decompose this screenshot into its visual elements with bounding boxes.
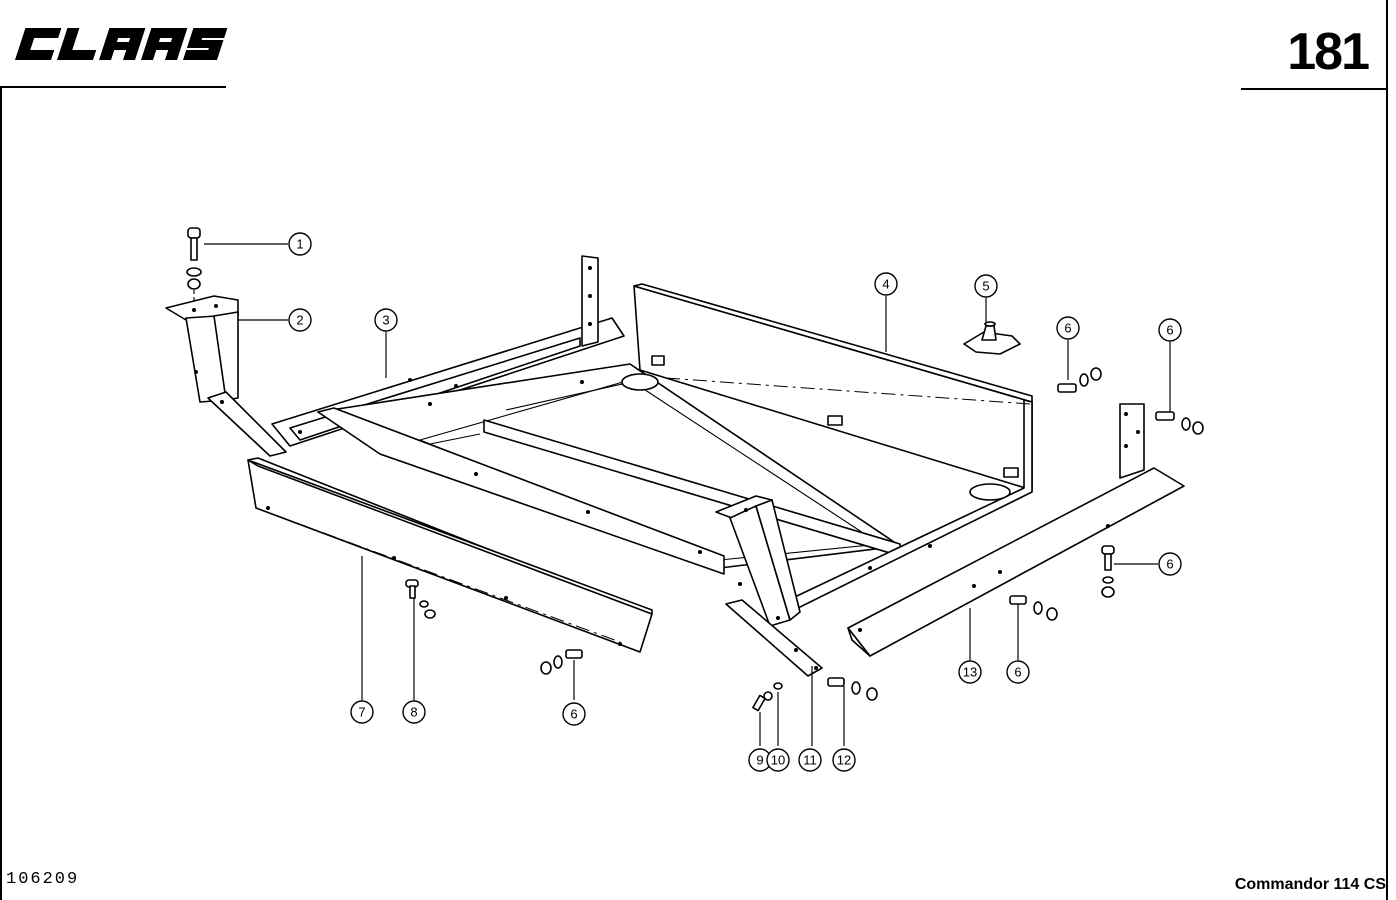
callout-7: 7 [350,700,374,724]
panel-part-4 [621,283,1033,613]
frame-left-edge [0,86,2,900]
callout-5-label: 5 [982,279,989,294]
model-name: Commandor 114 CS [1234,876,1386,893]
plate-part-5 [963,321,1021,355]
callout-6-label: 6 [570,707,577,722]
callout-6-label: 6 [1014,665,1021,680]
fastener-set-right-rail [1009,595,1058,621]
callout-1-label: 1 [296,237,303,252]
callout-11: 11 [798,748,822,772]
fastener-set-right-vertical [1101,545,1115,598]
callout-6-right: 6 [1158,552,1182,576]
callout-13: 13 [958,660,982,684]
bracket-part-11 [715,495,823,677]
callout-4-label: 4 [882,277,889,292]
bolt-part-1 [186,227,202,306]
callout-8: 8 [402,700,426,724]
header-rule-right [1241,88,1387,90]
fastener-set-front-left [540,649,583,675]
callout-12-label: 12 [837,753,851,768]
page-number: 181 [1287,23,1370,81]
callout-3-label: 3 [382,313,389,328]
fastener-set-upper-center [1057,367,1102,393]
callout-5: 5 [974,274,998,298]
callout-13-label: 13 [963,665,977,680]
callout-6-upper-center: 6 [1056,316,1080,340]
header-rule-left [0,86,226,88]
callout-2: 2 [288,308,312,332]
callout-1: 1 [288,232,312,256]
callout-7-label: 7 [358,705,365,720]
callout-2-label: 2 [296,313,303,328]
callout-3: 3 [374,308,398,332]
callout-10-label: 10 [771,753,785,768]
callout-6-front-left: 6 [562,702,586,726]
claas-logo [15,28,228,60]
drawing-number: 106209 [6,870,80,889]
washer-part-10 [773,682,783,690]
fastener-part-12 [827,677,878,701]
callout-6-right-rail: 6 [1006,660,1030,684]
callout-9-label: 9 [756,753,763,768]
callout-6-label: 6 [1166,323,1173,338]
callout-12: 12 [832,748,856,772]
callout-6-label: 6 [1166,557,1173,572]
rail-part-7 [247,457,653,653]
callout-4: 4 [874,272,898,296]
leader-lines [204,243,1171,746]
callout-6-upper-right: 6 [1158,318,1182,342]
bracket-part-2 [165,295,287,457]
rail-part-13 [847,403,1185,657]
callout-11-label: 11 [803,753,817,768]
fastener-set-upper-right [1155,411,1204,435]
callout-8-label: 8 [410,705,417,720]
callout-6-label: 6 [1064,321,1071,336]
bolt-part-9 [752,691,773,712]
callout-10: 10 [766,748,790,772]
bolt-part-8 [405,579,436,619]
frame-right-edge [1386,0,1388,900]
